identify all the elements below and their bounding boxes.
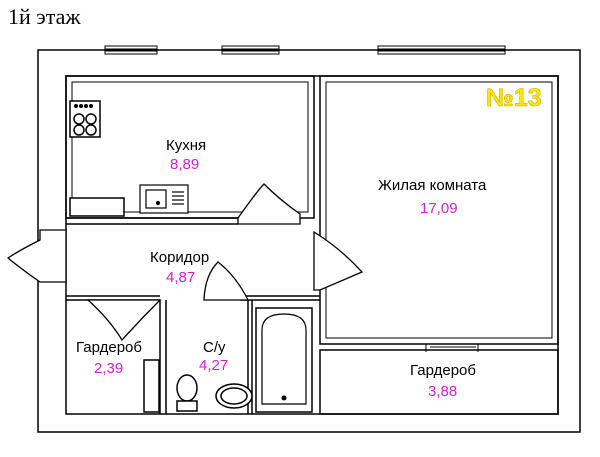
kitchen-door: [237, 183, 301, 225]
living-name: Жилая комната: [378, 177, 487, 194]
wardrobe-left-closet: [143, 359, 160, 413]
living-door: [313, 230, 364, 291]
washbasin-icon: [215, 383, 253, 409]
floor-label: 1й этаж: [8, 4, 81, 29]
bathroom-door: [203, 261, 250, 301]
wardrobe-right-area: 3,88: [428, 383, 457, 400]
sink-icon: [139, 184, 189, 214]
living-room: [319, 75, 559, 345]
stove-icon: [69, 100, 101, 138]
living-area: 17,09: [420, 200, 458, 217]
entrance-door: [6, 229, 67, 283]
bathtub-icon: [255, 307, 313, 413]
corridor-area: 4,87: [166, 269, 195, 286]
wardrobe-door: [86, 299, 162, 342]
wardrobe-right-room: [319, 349, 559, 415]
corridor-name: Коридор: [150, 249, 209, 266]
apartment-number: №13: [486, 84, 542, 112]
kitchen-area: 8,89: [170, 156, 199, 173]
toilet-icon: [176, 374, 198, 412]
bathroom-name: С/у: [203, 339, 226, 356]
wardrobe-left-area: 2,39: [94, 360, 123, 377]
wardrobe-right-name: Гардероб: [410, 362, 476, 379]
bathroom-area: 4,27: [199, 357, 228, 374]
windows: [104, 45, 506, 55]
wardrobe-left-name: Гардероб: [76, 339, 142, 356]
kitchen-name: Кухня: [166, 137, 206, 154]
kitchen-counter: [69, 197, 125, 217]
